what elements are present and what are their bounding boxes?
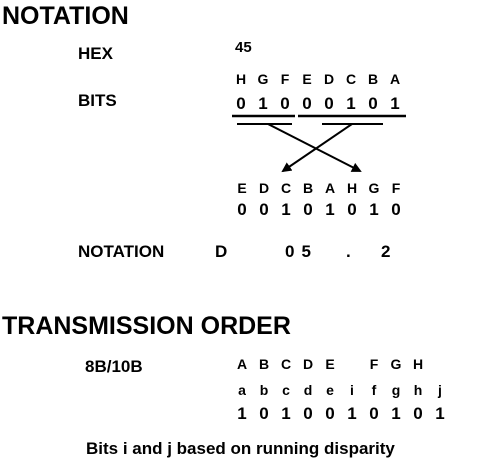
bit-letter: E [302, 71, 312, 87]
bit-letter: C [280, 356, 292, 372]
bit-value: 0 [302, 94, 312, 113]
bit-value: 0 [259, 200, 269, 219]
notation-heading: NOTATION [2, 2, 129, 30]
bit-letter: e [326, 382, 334, 398]
notation-prefix: D [215, 242, 228, 261]
bit-value: 0 [347, 200, 357, 219]
bit-value: 1 [237, 404, 247, 423]
bit-value: 0 [325, 404, 335, 423]
bit-letter: A [236, 356, 248, 372]
lower-letters: a b c d e i f g h j [231, 383, 451, 397]
bit-value: 0 [324, 94, 334, 113]
arrow-edcba-to-left [281, 123, 353, 173]
upper-letters: A B C D E F G H [231, 357, 451, 371]
bits-label: BITS [78, 91, 117, 110]
bit-letter: D [302, 356, 314, 372]
bit-values-top: 0 1 0 0 0 1 0 1 [230, 95, 406, 112]
bit-letter: H [346, 180, 358, 196]
bit-value: 0 [259, 404, 269, 423]
bit-letters-top: H G F E D C B A [230, 72, 406, 86]
bit-value: 0 [413, 404, 423, 423]
bit-letters-bottom: E D C B A H G F [231, 181, 407, 195]
bit-value: 1 [281, 404, 291, 423]
bit-letter: G [390, 356, 402, 372]
bit-letter: C [345, 71, 357, 87]
bit-value: 0 [303, 404, 313, 423]
bit-letter: D [258, 180, 270, 196]
notation-5b-value: 05 [285, 242, 318, 261]
bit-value: 1 [258, 94, 268, 113]
bit-letter: B [367, 71, 379, 87]
arrow-hgf-to-right [267, 123, 362, 172]
bit-letter: b [259, 382, 269, 398]
bit-value: 1 [369, 200, 379, 219]
bit-letter: A [389, 71, 401, 87]
bit-letter: g [391, 382, 401, 398]
bit-value: 1 [347, 404, 357, 423]
bit-letter: a [238, 382, 246, 398]
bit-letter: G [368, 180, 380, 196]
running-disparity-note: Bits i and j based on running disparity [86, 439, 395, 458]
bit-letter: E [237, 180, 247, 196]
bit-value: 0 [303, 200, 313, 219]
bit-letter: c [282, 382, 290, 398]
bit-letter: d [303, 382, 313, 398]
bit-value: 0 [237, 200, 247, 219]
bit-letter: E [325, 356, 335, 372]
bit-letter [429, 357, 451, 371]
bit-value: 0 [236, 94, 246, 113]
bit-letter: C [280, 180, 292, 196]
bit-letter: j [438, 382, 442, 398]
bit-value: 1 [325, 200, 335, 219]
bit-letter: f [371, 382, 377, 398]
hex-label: HEX [78, 44, 113, 63]
bit-value: 1 [390, 94, 400, 113]
bit-letter: h [413, 382, 423, 398]
bit-value: 0 [391, 200, 401, 219]
notation-label: NOTATION [78, 242, 165, 261]
bit-value: 1 [435, 404, 445, 423]
bit-letter: F [369, 356, 379, 372]
hex-value: 45 [235, 39, 252, 56]
code-label: 8B/10B [85, 357, 143, 376]
transmission-bits: 1 0 1 0 0 1 0 1 0 1 [231, 405, 451, 422]
bit-value: 1 [346, 94, 356, 113]
bit-letter: F [280, 71, 290, 87]
bit-letter: H [235, 71, 247, 87]
transmission-heading: TRANSMISSION ORDER [2, 312, 291, 340]
bit-value: 1 [281, 200, 291, 219]
bit-letter: D [323, 71, 335, 87]
bit-value: 0 [369, 404, 379, 423]
notation-3b-value: 2 [381, 242, 391, 261]
bit-letter [341, 357, 363, 371]
bit-values-bottom: 0 0 1 0 1 0 1 0 [231, 201, 407, 218]
bit-letter: B [302, 180, 314, 196]
bit-value: 0 [280, 94, 290, 113]
bit-letter: F [391, 180, 401, 196]
bit-value: 1 [391, 404, 401, 423]
bit-letter: G [257, 71, 269, 87]
bit-value: 0 [368, 94, 378, 113]
bit-letter: i [350, 382, 354, 398]
bit-letter: H [412, 356, 424, 372]
bit-letter: A [324, 180, 336, 196]
notation-dot: . [346, 242, 351, 261]
bit-letter: B [258, 356, 270, 372]
